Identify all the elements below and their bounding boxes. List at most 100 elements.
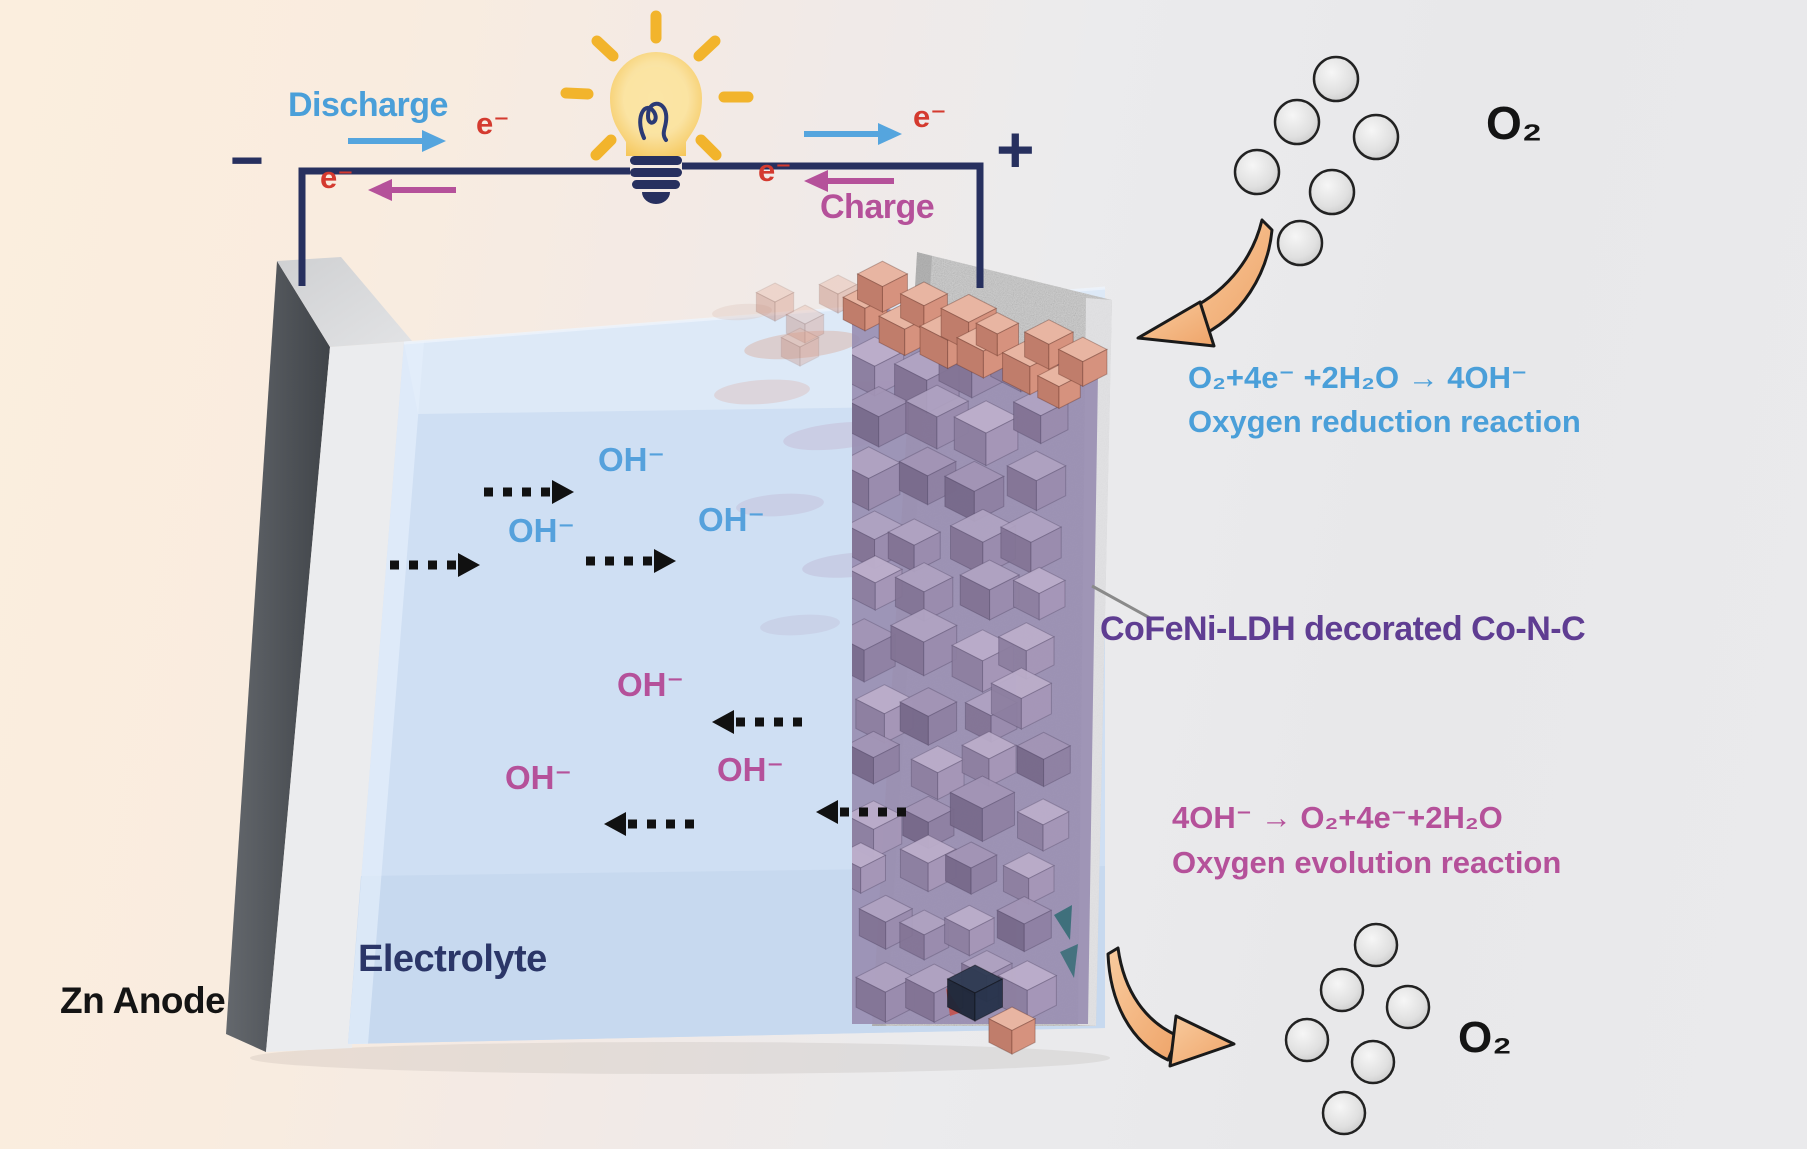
oer-name: Oxygen evolution reaction	[1172, 845, 1562, 880]
crystal-cube-face	[774, 291, 795, 322]
crystal-cube-face	[872, 743, 900, 785]
crystal-cube-face	[913, 531, 941, 573]
crystal-cube-face	[785, 304, 825, 325]
dotted-arrow	[816, 800, 914, 824]
crystal-cube-face	[780, 336, 801, 367]
oxygen-molecule	[1273, 98, 1321, 146]
crystal-cube-face	[985, 416, 1019, 467]
oxygen-molecule	[1353, 922, 1399, 968]
crystal-cube-face	[970, 854, 998, 895]
discharge-label: Discharge	[288, 86, 448, 124]
light-bulb-icon	[560, 10, 754, 204]
hydroxide-label-1: OH⁻	[598, 441, 665, 478]
crystal-cube-face	[804, 313, 825, 344]
crystal-cube-face	[1030, 526, 1062, 575]
crystal-cube-face	[1028, 864, 1055, 906]
charge-arrow-left	[368, 179, 456, 201]
bulb-rays	[560, 10, 754, 161]
crystal-cube-face	[755, 291, 776, 322]
plus-terminal: +	[996, 112, 1035, 186]
circuit-wires	[298, 162, 984, 288]
oxygen-out-arrow	[1106, 946, 1236, 1068]
electrolyte-label: Electrolyte	[358, 938, 547, 980]
crystal-cube-face	[981, 791, 1015, 843]
hydroxide-label-5: OH⁻	[505, 759, 572, 796]
dotted-arrow	[578, 549, 676, 573]
oxygen-molecule	[1308, 168, 1356, 216]
crystal-cube-face	[1025, 636, 1055, 680]
crystal-cube-face	[1043, 745, 1071, 788]
oxygen-label-top: O₂	[1486, 97, 1543, 149]
dotted-arrow	[382, 553, 480, 577]
crystal-cube-face	[927, 701, 958, 747]
crystal-cube-face	[1020, 682, 1052, 730]
crystal-cube-face	[818, 274, 858, 295]
oxygen-molecule	[1350, 1039, 1396, 1085]
anode-label: Zn Anode	[60, 980, 226, 1021]
bulb-filament	[638, 101, 669, 142]
oxygen-molecule	[1319, 967, 1365, 1013]
arrowhead	[552, 480, 574, 504]
orr-name: Oxygen reduction reaction	[1188, 404, 1581, 439]
crystal-cube-face	[799, 336, 820, 367]
oxygen-molecule	[1284, 1017, 1330, 1063]
arrowhead	[654, 549, 676, 573]
crystal-cube-face	[755, 282, 795, 303]
arrowhead	[816, 800, 838, 824]
crystal-cube-face	[988, 744, 1017, 788]
oxygen-molecule	[1385, 984, 1431, 1030]
current-arrows	[348, 123, 902, 201]
wire-right	[682, 162, 984, 288]
discharge-arrow	[348, 130, 446, 152]
dotted-arrow	[604, 812, 702, 836]
charge-label: Charge	[820, 188, 935, 226]
hydroxide-label-3: OH⁻	[698, 501, 765, 538]
oxygen-label-bottom: O₂	[1458, 1013, 1512, 1062]
electron-label-charge-left: e⁻	[320, 160, 354, 195]
oxygen-molecule	[1233, 148, 1281, 196]
discharge-arrow-right	[804, 123, 902, 145]
zn-anode-slab	[226, 257, 412, 1052]
oxygen-molecule	[1312, 55, 1360, 103]
oer-equation: 4OH⁻ → O₂+4e⁻+2H₂O	[1172, 800, 1503, 835]
electron-label-charge-right: e⁻	[758, 153, 792, 188]
crystal-cube-face	[1026, 974, 1057, 1021]
electron-label-discharge-right: e⁻	[913, 99, 947, 134]
hydroxide-label-4: OH⁻	[617, 666, 684, 703]
oxygen-molecule	[1321, 1090, 1367, 1136]
crystal-cube-face	[860, 854, 886, 894]
crystal-cube-face	[1011, 1017, 1036, 1055]
oxygen-molecules-bottom	[1284, 922, 1431, 1136]
electron-label-discharge-left: e⁻	[476, 106, 510, 141]
crystal-cube-face	[1042, 811, 1070, 852]
crystal-cube-face	[780, 327, 820, 348]
oxygen-in-arrow	[1136, 218, 1274, 348]
cathode-label: CoFeNi-LDH decorated Co-N-C	[1100, 610, 1586, 648]
surface-crystals	[755, 260, 1109, 410]
ldh-crystal-wall	[852, 329, 1072, 1024]
charge-arrow-right	[804, 170, 894, 192]
oxygen-molecules-top	[1233, 55, 1400, 267]
dotted-arrow	[712, 710, 810, 734]
bulb-base	[630, 156, 682, 204]
crystal-cube-face	[785, 313, 806, 344]
arrowhead	[604, 812, 626, 836]
arrowhead	[458, 553, 480, 577]
minus-terminal: −	[230, 128, 264, 193]
crystal-cube-face	[968, 917, 995, 957]
crystal-cube-face	[818, 283, 839, 314]
oxygen-molecule	[1352, 113, 1400, 161]
crystal-cube-face	[1082, 348, 1108, 388]
crystal-cube-face	[873, 814, 903, 859]
crystal-cube-face	[923, 921, 950, 961]
crystal-cube-face	[1023, 909, 1052, 953]
arrowhead	[712, 710, 734, 734]
wire-left	[298, 167, 630, 286]
accent-crystals	[946, 905, 1078, 1055]
orr-equation: O₂+4e⁻ +2H₂O → 4OH⁻	[1188, 360, 1528, 395]
crystal-cube-face	[1038, 579, 1066, 621]
hydroxide-migration-arrows	[382, 480, 914, 836]
hydroxide-label-6: OH⁻	[717, 751, 784, 788]
cell-shadow	[250, 1042, 1110, 1074]
